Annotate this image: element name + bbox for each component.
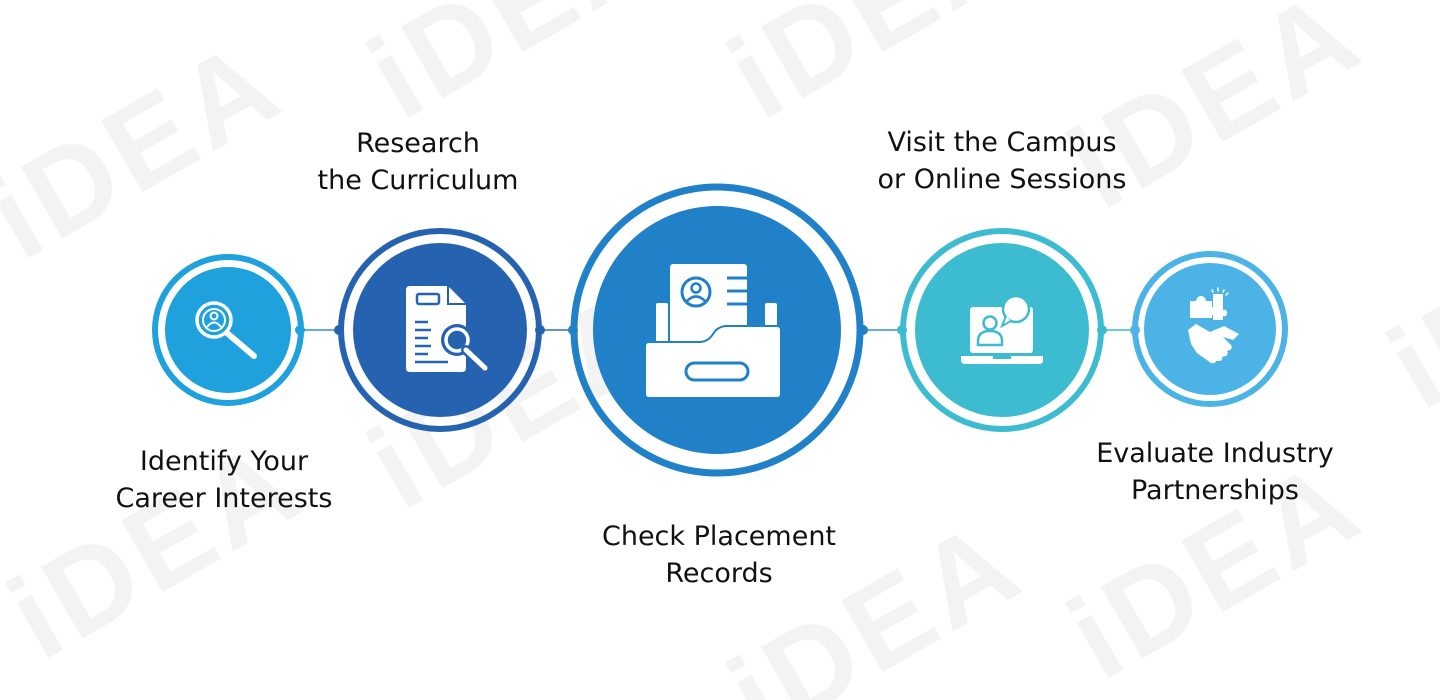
step-5-circle <box>1132 251 1288 407</box>
step-1-label: Identify Your Career Interests <box>116 443 333 517</box>
handshake-puzzle-icon <box>1188 287 1239 364</box>
step-5-label: Evaluate Industry Partnerships <box>1096 435 1334 509</box>
step-5-label-line2: Partnerships <box>1130 475 1299 506</box>
step-1-label-line2: Career Interests <box>115 483 333 514</box>
step-5-label-line1: Evaluate Industry <box>1096 438 1334 469</box>
step-4-label: Visit the Campus or Online Sessions <box>878 124 1127 198</box>
profile-folder-icon <box>644 264 782 399</box>
step-4-circle <box>900 228 1104 432</box>
person-search-icon <box>195 301 257 359</box>
step-3-circle <box>570 183 864 477</box>
step-4-label-line1: Visit the Campus <box>887 127 1117 158</box>
step-3-label-line1: Check Placement <box>601 521 837 552</box>
document-search-icon <box>406 286 490 373</box>
laptop-video-call-icon <box>961 294 1043 364</box>
step-1-label-line1: Identify Your <box>139 446 309 477</box>
connector-3-4 <box>858 325 907 335</box>
step-3-label: Check Placement Records <box>602 518 836 592</box>
step-4-label-line2: or Online Sessions <box>877 164 1127 195</box>
step-2-label-line2: the Curriculum <box>317 165 519 196</box>
step-2-circle <box>338 228 542 432</box>
step-2-label: Research the Curriculum <box>318 125 519 199</box>
step-1-circle <box>152 254 304 406</box>
step-3-label-line2: Records <box>665 558 773 589</box>
step-2-label-line1: Research <box>356 128 480 159</box>
